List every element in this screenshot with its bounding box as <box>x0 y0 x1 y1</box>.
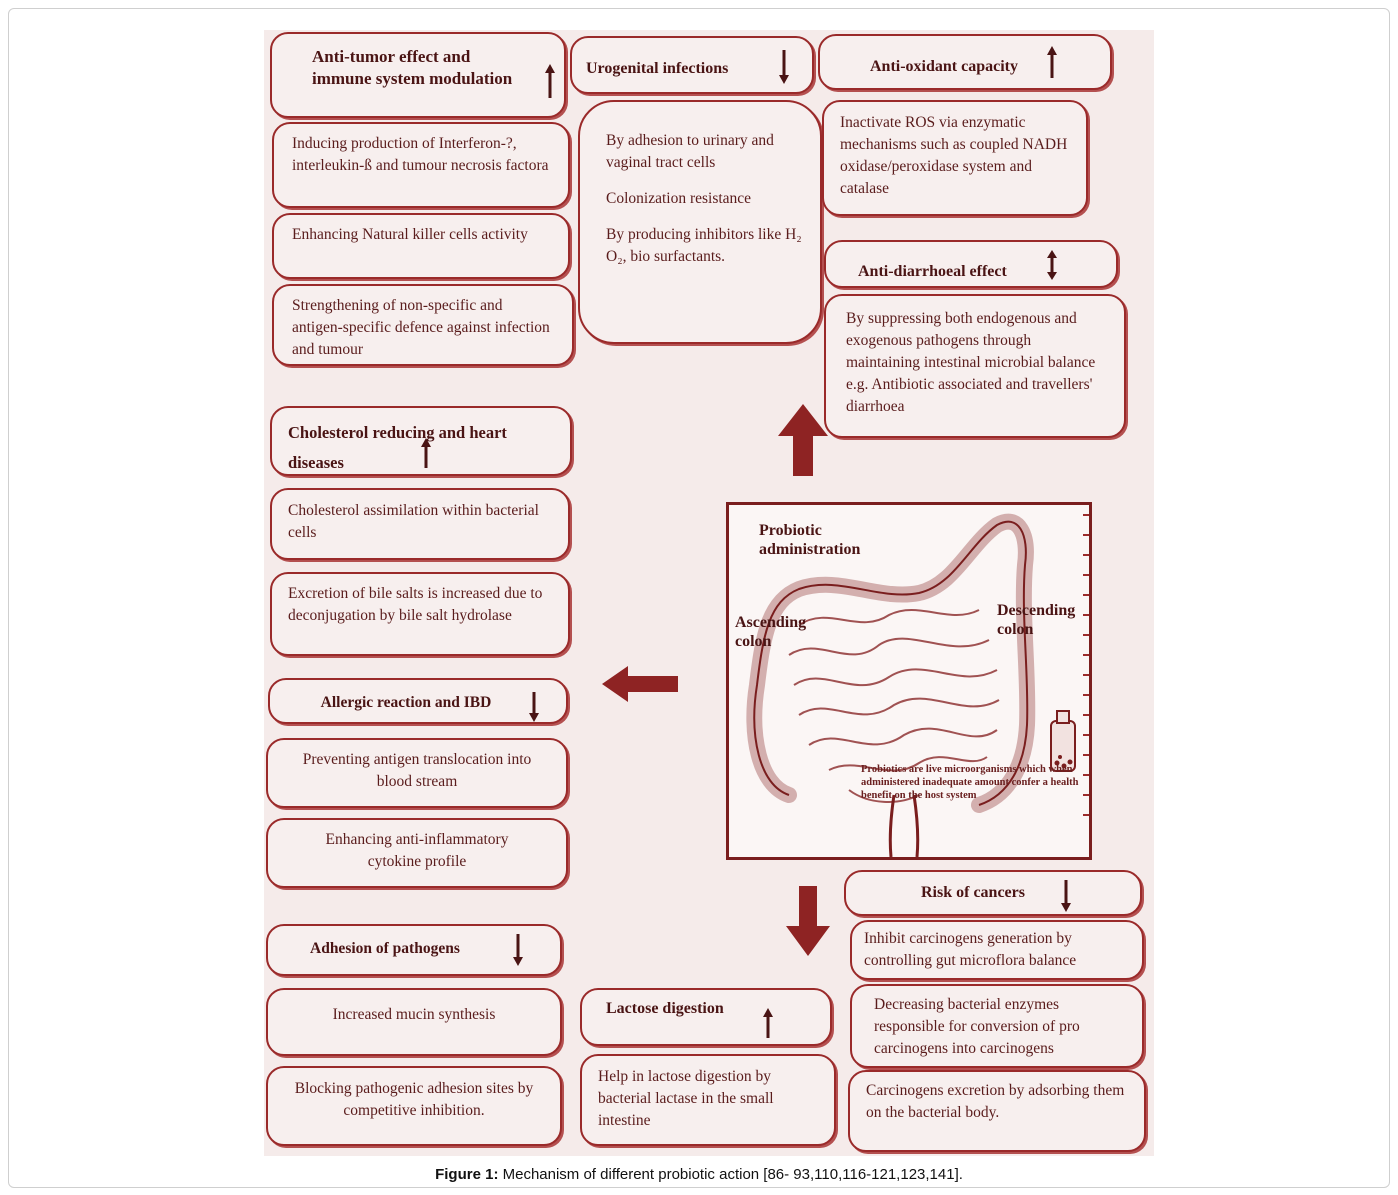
descending-colon-label: Descending colon <box>997 602 1076 638</box>
cancer-item-3: Carcinogens excretion by adsorbing them … <box>848 1070 1146 1152</box>
antidiarrhoeal-title: Anti-diarrhoeal effect <box>858 263 1007 280</box>
antidiarrhoeal-title-box: Anti-diarrhoeal effect <box>824 240 1118 288</box>
down-arrow-icon <box>513 934 523 966</box>
caption-label: Figure 1: <box>435 1166 499 1183</box>
urogenital-title-box: Urogenital infections <box>570 36 814 94</box>
adhesion-title-box: Adhesion of pathogens <box>266 924 562 976</box>
urogenital-title: Urogenital infections <box>586 60 729 77</box>
adhesion-item-2: Blocking pathogenic adhesion sites by co… <box>266 1066 562 1146</box>
probiotic-definition-note: Probiotics are live microorganisms which… <box>861 764 1079 801</box>
antitumor-item-3: Strengthening of non-specific and antige… <box>272 284 574 366</box>
probiotic-mechanism-figure: Anti-tumor effect and immune system modu… <box>264 30 1154 1156</box>
left-arrow-icon <box>602 666 678 702</box>
urogenital-detail-box: By adhesion to urinary and vaginal tract… <box>578 100 822 344</box>
ascending-colon-label: Ascending colon <box>735 614 807 650</box>
down-arrow-icon <box>1061 880 1071 912</box>
allergic-item-2: Enhancing anti-inflammatory cytokine pro… <box>266 818 568 888</box>
up-down-arrow-icon <box>1047 250 1057 280</box>
antitumor-item-2: Enhancing Natural killer cells activity <box>272 213 570 279</box>
cancer-title-box: Risk of cancers <box>844 870 1142 916</box>
down-arrow-icon <box>786 886 830 956</box>
gut-illustration-panel: Probiotic administration Ascending colon… <box>726 502 1092 860</box>
antioxidant-text-box: Inactivate ROS via enzymatic mechanisms … <box>822 100 1088 216</box>
cholesterol-item-2: Excretion of bile salts is increased due… <box>270 572 570 656</box>
allergic-title: Allergic reaction and IBD <box>320 694 492 711</box>
caption-text: Mechanism of different probiotic action … <box>498 1166 963 1183</box>
intestine-illustration <box>746 513 1089 857</box>
up-arrow-icon <box>763 1008 773 1038</box>
lactose-title: Lactose digestion <box>606 1000 724 1017</box>
up-arrow-icon <box>1047 46 1057 78</box>
urogenital-text-2: Colonization resistance <box>606 190 752 207</box>
antioxidant-title: Anti-oxidant capacity <box>870 58 1018 75</box>
up-arrow-icon <box>778 404 828 476</box>
cancer-item-1: Inhibit carcinogens generation by contro… <box>850 920 1144 980</box>
down-arrow-icon <box>529 692 539 722</box>
allergic-item-1: Preventing antigen translocation into bl… <box>266 738 568 808</box>
probiotic-administration-label: Probiotic administration <box>759 522 861 558</box>
cholesterol-title: Cholesterol reducing and heart diseases <box>288 423 507 472</box>
cancer-item-2: Decreasing bacterial enzymes responsible… <box>850 984 1144 1068</box>
urogenital-text-3: By producing inhibitors like H₂ O₂, bio … <box>606 226 802 265</box>
lactose-text-box: Help in lactose digestion by bacterial l… <box>580 1054 836 1146</box>
adhesion-title: Adhesion of pathogens <box>310 940 460 957</box>
adhesion-item-1: Increased mucin synthesis <box>266 988 562 1056</box>
figure-caption: Figure 1: Mechanism of different probiot… <box>0 1166 1398 1183</box>
up-arrow-icon <box>545 64 555 98</box>
allergic-title-box: Allergic reaction and IBD <box>268 678 568 724</box>
antitumor-title-box: Anti-tumor effect and immune system modu… <box>270 32 566 118</box>
probiotic-bottle-icon <box>1050 710 1076 772</box>
down-arrow-icon <box>779 50 789 84</box>
lactose-title-box: Lactose digestion <box>580 988 832 1046</box>
antioxidant-title-box: Anti-oxidant capacity <box>818 34 1112 90</box>
cholesterol-item-1: Cholesterol assimilation within bacteria… <box>270 488 570 560</box>
urogenital-text-1: By adhesion to urinary and vaginal tract… <box>606 132 774 171</box>
up-arrow-icon <box>421 438 431 468</box>
antitumor-title: Anti-tumor effect and immune system modu… <box>312 47 513 88</box>
cancer-title: Risk of cancers <box>921 884 1025 901</box>
antidiarrhoeal-text-box: By suppressing both endogenous and exoge… <box>824 294 1126 438</box>
antitumor-item-1: Inducing production of Interferon-?, int… <box>272 122 570 208</box>
cholesterol-title-box: Cholesterol reducing and heart diseases <box>270 406 572 476</box>
